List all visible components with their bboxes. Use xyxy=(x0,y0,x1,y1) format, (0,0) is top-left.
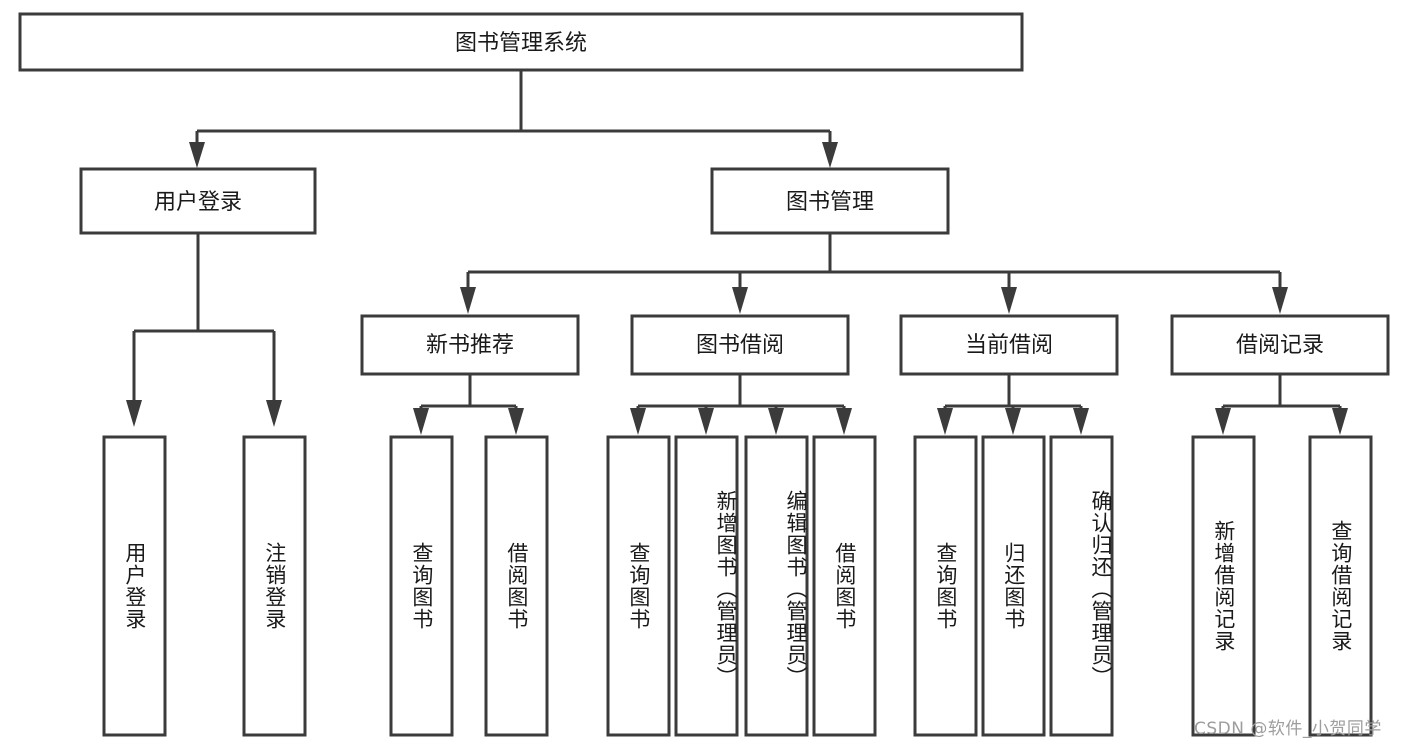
arrow-head-leaf-query-book-1 xyxy=(413,408,429,435)
leaf-box-query-book-2[interactable] xyxy=(606,435,671,737)
arrow-head-leaf-add-book xyxy=(698,408,714,435)
node-book-borrow[interactable]: 图书借阅 xyxy=(630,314,850,376)
node-book-management[interactable]: 图书管理 xyxy=(710,167,950,235)
leaf-box-group xyxy=(102,435,1373,737)
node-user-login[interactable]: 用户登录 xyxy=(79,167,317,235)
arrow-head-leaf-query-book-2 xyxy=(630,408,646,435)
node-borrow-record[interactable]: 借阅记录 xyxy=(1170,314,1390,376)
connector-group-borrow-record-to-leaves xyxy=(1215,374,1348,435)
node-current-borrow[interactable]: 当前借阅 xyxy=(899,314,1119,376)
arrow-head-leaf-query-book-3 xyxy=(937,408,953,435)
connector-group-root-to-level2 xyxy=(189,70,838,168)
arrow-head-leaf-confirm-return xyxy=(1073,408,1089,435)
arrow-head-leaf-logout xyxy=(266,400,282,427)
node-label-user-login: 用户登录 xyxy=(154,190,242,215)
arrow-head-leaf-user-login xyxy=(126,400,142,427)
node-label-borrow-record: 借阅记录 xyxy=(1236,333,1324,358)
arrow-head-leaf-edit-book xyxy=(768,408,784,435)
arrow-head-leaf-borrow-book-2 xyxy=(836,408,852,435)
arrow-head-leaf-query-record xyxy=(1332,408,1348,435)
leaf-box-borrow-book-2[interactable] xyxy=(812,435,877,737)
leaf-box-query-book-3[interactable] xyxy=(913,435,978,737)
leaf-box-add-record[interactable] xyxy=(1191,435,1256,737)
csdn-watermark: CSDN @软件_小贺同学 xyxy=(1194,719,1382,739)
node-label-book-management: 图书管理 xyxy=(786,190,874,215)
arrow-head-new-book xyxy=(460,287,476,314)
node-box-user-login[interactable] xyxy=(79,167,317,235)
leaf-box-borrow-book-1[interactable] xyxy=(484,435,549,737)
node-box-new-book-recommend[interactable] xyxy=(360,314,580,376)
connector-group-user-login-to-leaves xyxy=(126,233,282,427)
arrow-head-leaf-borrow-book-1 xyxy=(508,408,524,435)
leaf-box-add-book[interactable] xyxy=(674,435,739,737)
node-box-book-borrow[interactable] xyxy=(630,314,850,376)
node-root-system[interactable]: 图书管理系统 xyxy=(18,12,1024,72)
leaf-box-logout[interactable] xyxy=(242,435,307,737)
node-box-borrow-record[interactable] xyxy=(1170,314,1390,376)
connector-group-book-mgmt-to-level3 xyxy=(460,233,1288,314)
leaf-box-user-login[interactable] xyxy=(102,435,167,737)
node-label-book-borrow: 图书借阅 xyxy=(696,333,784,358)
connector-group-borrow-book-to-leaves xyxy=(630,374,852,435)
arrow-head-leaf-return-book xyxy=(1005,408,1021,435)
connector-group-current-borrow-to-leaves xyxy=(937,374,1089,435)
node-new-book-recommend[interactable]: 新书推荐 xyxy=(360,314,580,376)
node-label-root-system: 图书管理系统 xyxy=(455,31,587,56)
arrow-head-leaf-add-record xyxy=(1215,408,1231,435)
arrow-head-borrow-book xyxy=(732,287,748,314)
connector-group-new-book-to-leaves xyxy=(413,374,524,435)
leaf-box-return-book[interactable] xyxy=(981,435,1046,737)
arrow-head-borrow-record xyxy=(1272,287,1288,314)
arrow-head-user-login xyxy=(189,142,205,168)
leaf-box-query-book-1[interactable] xyxy=(389,435,454,737)
arrow-head-current-borrow xyxy=(1001,287,1017,314)
node-label-new-book-recommend: 新书推荐 xyxy=(426,333,514,358)
node-box-root-system[interactable] xyxy=(18,12,1024,72)
leaf-box-confirm-return[interactable] xyxy=(1049,435,1114,737)
leaf-box-edit-book[interactable] xyxy=(744,435,809,737)
node-box-book-management[interactable] xyxy=(710,167,950,235)
leaf-box-query-record[interactable] xyxy=(1308,435,1373,737)
node-box-current-borrow[interactable] xyxy=(899,314,1119,376)
node-label-current-borrow: 当前借阅 xyxy=(965,333,1053,358)
arrow-head-book-mgmt xyxy=(822,142,838,168)
